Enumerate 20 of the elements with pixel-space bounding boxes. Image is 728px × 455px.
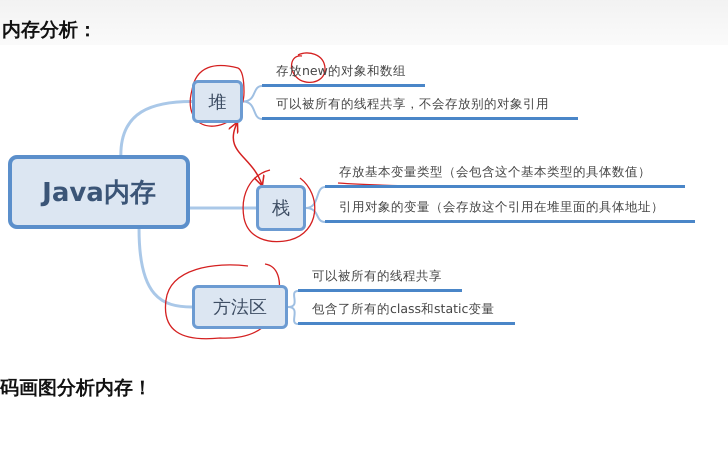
heading: 码画图分析内存！ [0,376,152,401]
branch-line [119,100,192,156]
heading: 内存分析： [2,18,97,43]
branch-line [306,207,326,223]
central-topic-box: Java内存 [8,155,190,229]
branch-text: 包含了所有的class和static变量 [298,299,515,325]
hand-drawn-arrow [228,121,264,187]
branch-line [306,186,326,209]
topic-box: 方法区 [192,285,288,329]
branch-line [190,206,256,210]
branch-line [138,228,192,308]
topic-box: 栈 [256,185,306,231]
branch-line [242,85,262,102]
branch-line [288,290,298,308]
branch-line [288,306,298,325]
branch-text: 引用对象的变量（会存放这个引用在堆里面的具体地址） [325,197,695,223]
branch-text: 可以被所有的线程共享 [298,266,462,292]
branch-text: 可以被所有的线程共享，不会存放别的对象引用 [262,94,578,120]
topic-box: 堆 [192,80,243,123]
branch-line [242,100,262,120]
